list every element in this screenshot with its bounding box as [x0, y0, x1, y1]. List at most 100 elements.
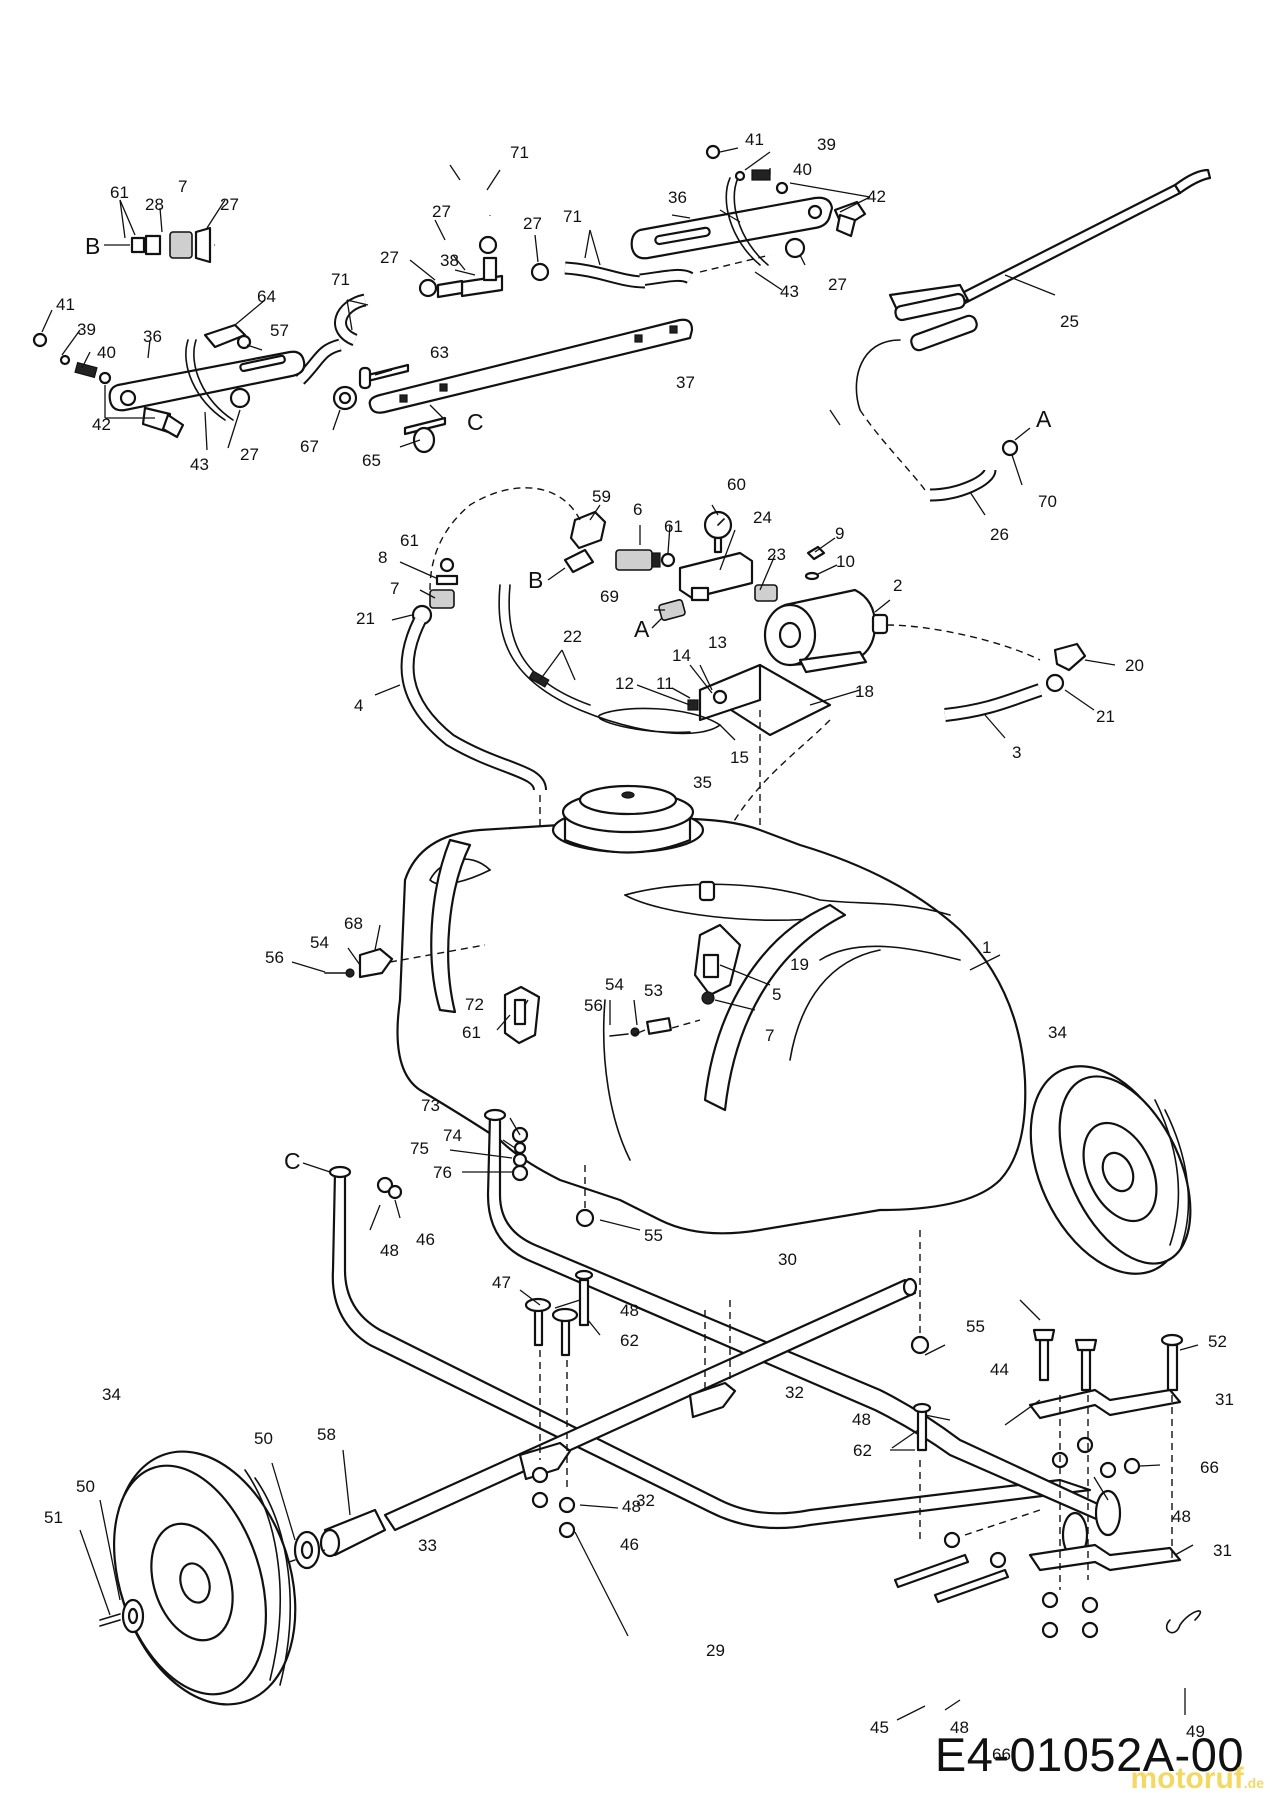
boom-bar-37: [368, 318, 694, 414]
callout-7-fittings: 7: [390, 579, 399, 598]
wheel-34-right: [1029, 1065, 1192, 1275]
fitting-69: [658, 599, 686, 621]
callout-13: 13: [708, 633, 727, 652]
callout-43-right: 43: [780, 282, 799, 301]
nuts-washers: [376, 1126, 1141, 1639]
callout-22: 22: [563, 627, 582, 646]
callout-28: 28: [145, 195, 164, 214]
callout-61-pump: 61: [664, 517, 683, 536]
callout-27-f: 27: [240, 445, 259, 464]
connector-letter-c-boom: C: [467, 409, 484, 435]
callout-69: 69: [600, 587, 619, 606]
boom-bracket-36-left: [108, 323, 306, 439]
callout-38: 38: [440, 251, 459, 270]
fitting-stack-left: [411, 557, 459, 626]
callout-42-right: 42: [867, 187, 886, 206]
callout-40-left: 40: [97, 343, 116, 362]
frame-tube-29: [328, 1165, 1092, 1559]
clamp-70: [1001, 439, 1019, 457]
callout-19: 19: [790, 955, 809, 974]
callout-37: 37: [676, 373, 695, 392]
callout-5: 5: [772, 985, 781, 1004]
callout-62-bolt: 62: [620, 1331, 639, 1350]
callout-27-d: 27: [380, 248, 399, 267]
callout-54-tank: 54: [605, 975, 624, 994]
callout-36-right: 36: [668, 188, 687, 207]
nozzle-41-39-40-left: [32, 332, 112, 385]
callout-48-lower-left: 48: [622, 1497, 641, 1516]
nozzle-41-39-40-right: [705, 144, 789, 195]
callout-26: 26: [990, 525, 1009, 544]
hitch-pin-49: [1165, 1610, 1202, 1634]
cotter-pin-51: [99, 1613, 121, 1627]
hose-26: [859, 409, 997, 502]
callout-46-lower: 46: [620, 1535, 639, 1554]
spray-wand-25: [855, 168, 1212, 411]
callout-34-right: 34: [1048, 1023, 1067, 1042]
callout-46-top: 46: [416, 1230, 435, 1249]
callout-71-left: 71: [331, 270, 350, 289]
hose-71-top: [214, 144, 496, 250]
bracket-18: [687, 663, 832, 737]
bracket-32-center: [688, 1381, 737, 1419]
valve-body-24: [678, 551, 778, 602]
washers-50: [121, 1530, 321, 1634]
callout-9: 9: [835, 524, 844, 543]
manifold-59: [563, 510, 607, 574]
callout-11: 11: [656, 674, 674, 693]
callout-56-tank: 56: [584, 996, 603, 1015]
fitting-b-left: [130, 226, 212, 264]
callout-40-right: 40: [793, 160, 812, 179]
screw-9-washer-10: [804, 545, 826, 581]
callout-7-tank: 7: [765, 1026, 774, 1045]
callout-50-left: 50: [76, 1477, 95, 1496]
connector-letter-a-pump: A: [634, 616, 650, 642]
spacer-58: [319, 1508, 387, 1558]
callout-21-pump: 21: [1096, 707, 1115, 726]
callout-65: 65: [362, 451, 381, 470]
bolts-45-lower: [893, 1553, 1010, 1604]
frame-tube-30: [483, 1108, 1122, 1537]
callout-48-bottom: 48: [950, 1718, 969, 1737]
connector-letter-b-pump: B: [528, 567, 543, 593]
callout-45: 45: [870, 1718, 889, 1737]
callout-73: 73: [421, 1096, 440, 1115]
wheel-34-left: [112, 1450, 297, 1706]
callout-3: 3: [1012, 743, 1021, 762]
callout-70: 70: [1038, 492, 1057, 511]
hose-3: [944, 683, 1043, 722]
elbow-20-clamp-21: [1045, 642, 1087, 693]
callout-64: 64: [257, 287, 276, 306]
callout-76: 76: [433, 1163, 452, 1182]
callout-29: 29: [706, 1641, 725, 1660]
callout-53: 53: [644, 981, 663, 1000]
callout-50-right: 50: [254, 1429, 273, 1448]
hardware-53-54-56: [609, 1017, 701, 1037]
callout-49: 49: [1186, 1722, 1205, 1741]
callout-68: 68: [344, 914, 363, 933]
callout-48-axle: 48: [852, 1410, 871, 1429]
bracket-72-61: [503, 985, 541, 1045]
watermark-text: motoruf: [1130, 1762, 1244, 1795]
spray-tank-1: [396, 817, 1027, 1235]
callout-34-left: 34: [102, 1385, 121, 1404]
callout-18: 18: [855, 682, 874, 701]
callout-72: 72: [465, 995, 484, 1014]
callout-48-bolt: 48: [620, 1301, 639, 1320]
bolt-63: [358, 363, 410, 390]
fitting-6-61: [615, 549, 676, 571]
callout-57: 57: [270, 321, 289, 340]
callout-31-lower: 31: [1213, 1541, 1232, 1560]
strap-hardware-54-56-68: [324, 944, 486, 979]
callout-61-top: 61: [110, 183, 129, 202]
callout-54-strap: 54: [310, 933, 329, 952]
gauge-60: [703, 510, 733, 554]
hose-clamps-27: [418, 235, 550, 298]
boom-bracket-36-right: [630, 177, 867, 266]
callout-55-top: 55: [644, 1226, 663, 1245]
callout-27-b: 27: [432, 202, 451, 221]
callout-1: 1: [982, 938, 991, 957]
callout-61-fittings: 61: [400, 531, 419, 550]
callout-39-right: 39: [817, 135, 836, 154]
